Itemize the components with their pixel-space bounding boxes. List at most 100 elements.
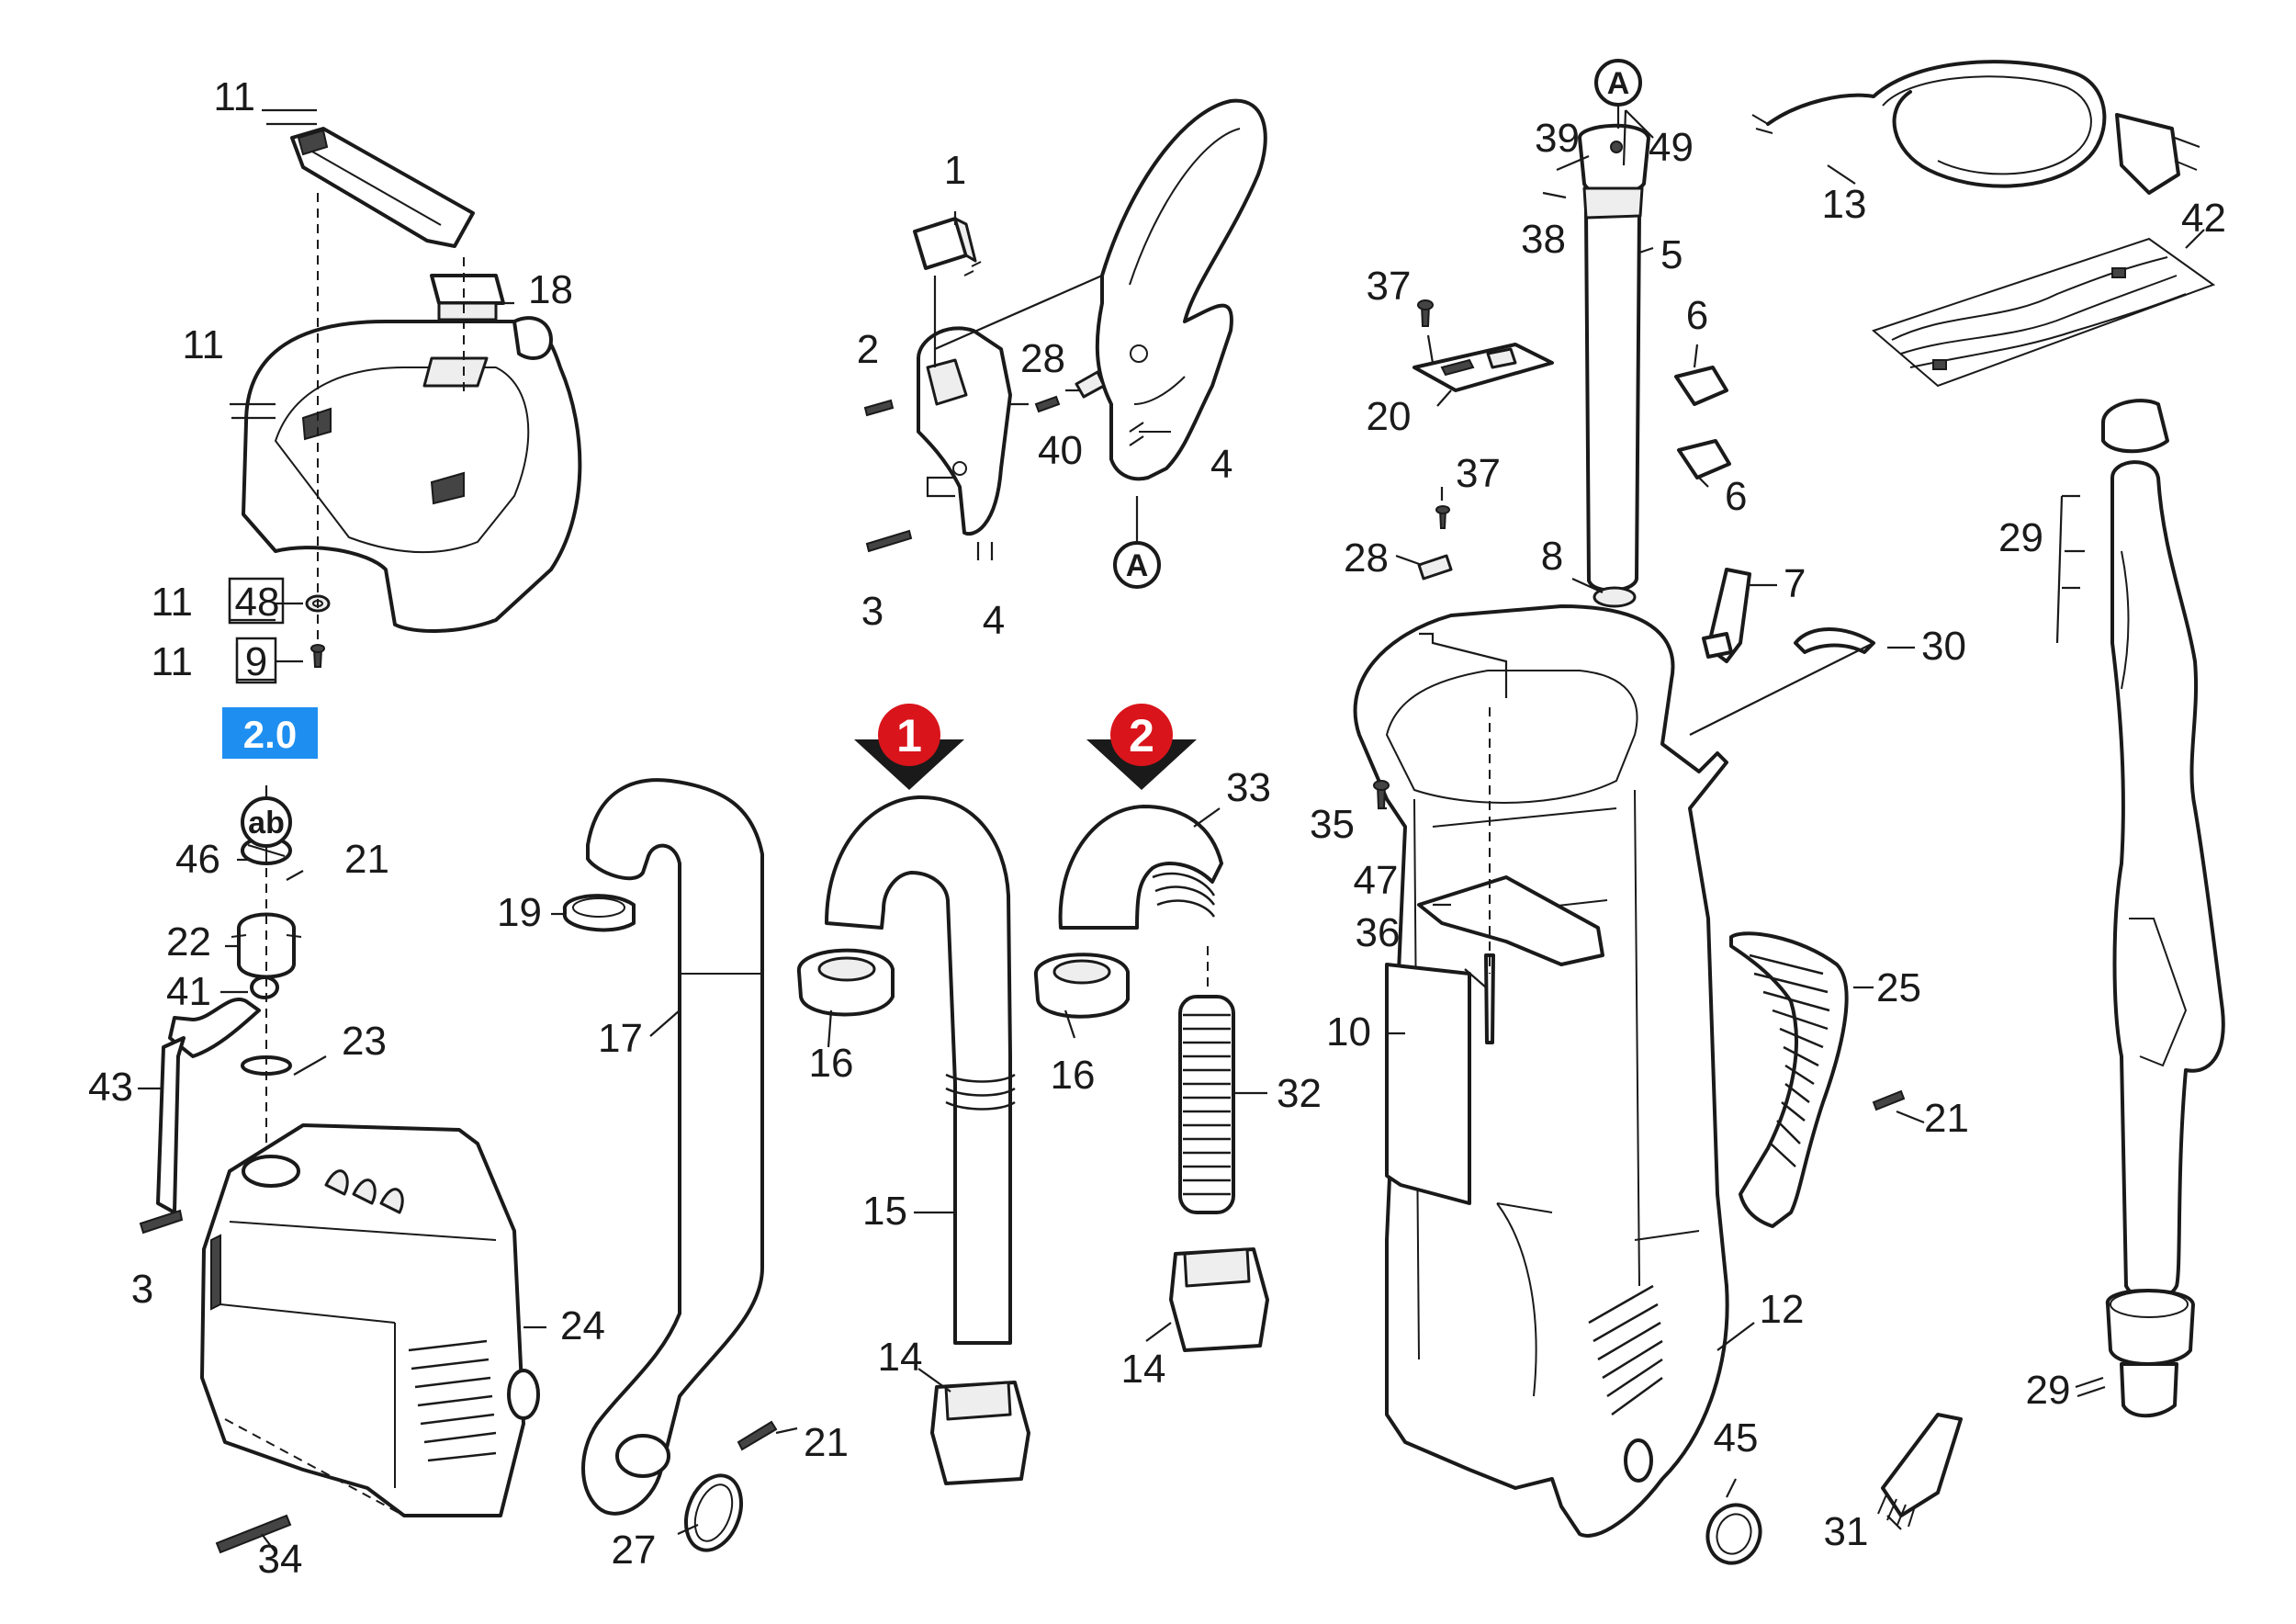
latch-7 xyxy=(1702,568,1751,663)
flap-10 xyxy=(1385,963,1471,1205)
callout-21: 21 xyxy=(804,1420,849,1465)
callout-21: 21 xyxy=(1924,1096,1969,1141)
tank-cap-parts xyxy=(156,836,302,1214)
callout-6: 6 xyxy=(1686,293,1708,338)
callout-24: 24 xyxy=(560,1303,605,1348)
marker-2: 2 xyxy=(1086,704,1197,790)
top-cover xyxy=(242,316,582,633)
callout-17: 17 xyxy=(598,1016,643,1061)
switch-module xyxy=(913,217,982,276)
marker-1: 1 xyxy=(854,704,964,790)
callout-21: 21 xyxy=(344,837,389,882)
clips-6 xyxy=(1674,366,1731,479)
callout-27: 27 xyxy=(612,1528,657,1573)
tube-5 xyxy=(1578,123,1650,592)
callout-5: 5 xyxy=(1660,232,1683,277)
callout-18: 18 xyxy=(528,267,573,312)
callout-47: 47 xyxy=(1354,858,1399,903)
callout-28: 28 xyxy=(1020,336,1065,381)
callout-4: 4 xyxy=(983,598,1005,643)
callout-box-9 xyxy=(235,637,277,684)
callout-48: 48 xyxy=(235,580,280,625)
version-badge-box xyxy=(222,707,318,759)
callout-11: 11 xyxy=(213,74,255,119)
callout-2: 2 xyxy=(857,327,879,372)
callout-49: 49 xyxy=(1649,125,1694,170)
callout-10: 10 xyxy=(1326,1009,1371,1054)
callout-6: 6 xyxy=(1725,474,1747,519)
callout-40: 40 xyxy=(1038,428,1083,473)
callout-36: 36 xyxy=(1356,910,1401,955)
callout-32: 32 xyxy=(1277,1071,1322,1116)
callout-15: 15 xyxy=(862,1189,907,1234)
version-badge-label: 2.0 xyxy=(243,713,297,756)
marker-2-label: 2 xyxy=(1129,710,1154,761)
water-tank xyxy=(200,1123,540,1517)
callout-16: 16 xyxy=(1051,1053,1096,1098)
callout-28: 28 xyxy=(1344,536,1389,581)
callout-46: 46 xyxy=(175,837,220,882)
callout-7: 7 xyxy=(1784,561,1806,606)
circle-label-ab: ab xyxy=(248,806,285,840)
callout-29: 29 xyxy=(1998,515,2043,560)
circuit-board-20 xyxy=(1412,343,1554,392)
screw-36 xyxy=(1484,953,1495,1044)
wiring-harness-42 xyxy=(1872,237,2216,388)
callout-29: 29 xyxy=(2026,1368,2071,1413)
circle-label-a-bottom: A xyxy=(1126,548,1149,583)
callout-8: 8 xyxy=(1541,534,1563,579)
elbow-seal-19 xyxy=(563,894,636,932)
version-badge: 2.0 xyxy=(222,707,318,759)
circle-label-a-top: A xyxy=(1607,66,1630,101)
handle-grip xyxy=(290,127,475,248)
callout-1: 1 xyxy=(944,148,966,193)
callout-16: 16 xyxy=(809,1041,854,1086)
handle-lower-shell xyxy=(917,326,1012,536)
hose-tube-17 xyxy=(581,778,764,1516)
callout-22: 22 xyxy=(166,919,211,964)
callout-11: 11 xyxy=(182,322,224,367)
callout-37: 37 xyxy=(1456,451,1501,496)
nozzle-14-a xyxy=(930,1381,1030,1485)
callout-25: 25 xyxy=(1876,965,1921,1010)
callout-19: 19 xyxy=(497,890,542,935)
callout-12: 12 xyxy=(1760,1287,1805,1332)
callout-33: 33 xyxy=(1226,765,1271,810)
callout-30: 30 xyxy=(1921,624,1966,669)
callout-9: 9 xyxy=(245,639,267,684)
marker-1-circle xyxy=(878,704,940,766)
circle-a-bottom xyxy=(1113,541,1161,589)
plate-47 xyxy=(1417,875,1604,966)
callout-38: 38 xyxy=(1521,217,1566,262)
callout-43: 43 xyxy=(88,1065,133,1110)
callout-20: 20 xyxy=(1367,394,1412,439)
callout-45: 45 xyxy=(1714,1415,1759,1460)
brush-31 xyxy=(1877,1413,1963,1528)
ring-27 xyxy=(684,1473,743,1552)
ring-8 xyxy=(1593,586,1637,608)
callout-13: 13 xyxy=(1822,182,1867,227)
grommet-16-b xyxy=(1034,953,1130,1019)
grille-25 xyxy=(1729,931,1849,1228)
callout-11: 11 xyxy=(151,639,193,684)
hose-elbow-33 xyxy=(1058,805,1223,930)
callout-14: 14 xyxy=(878,1335,923,1380)
callout-23: 23 xyxy=(342,1019,387,1064)
power-cord-13 xyxy=(1751,60,2200,195)
callout-3: 3 xyxy=(131,1267,153,1312)
callout-39: 39 xyxy=(1535,116,1580,161)
callout-34: 34 xyxy=(258,1537,303,1582)
marker-1-label: 1 xyxy=(896,710,922,761)
callout-35: 35 xyxy=(1310,802,1355,847)
callout-37: 37 xyxy=(1367,264,1412,309)
circle-ab xyxy=(241,796,292,848)
nozzle-14-b xyxy=(1169,1247,1269,1352)
callout-4: 4 xyxy=(1210,442,1232,487)
main-body-12 xyxy=(1353,604,1729,1538)
hose-15 xyxy=(825,795,1016,1345)
corrugated-hose-32 xyxy=(1178,995,1235,1214)
marker-2-circle xyxy=(1110,704,1173,766)
callout-42: 42 xyxy=(2181,196,2226,241)
